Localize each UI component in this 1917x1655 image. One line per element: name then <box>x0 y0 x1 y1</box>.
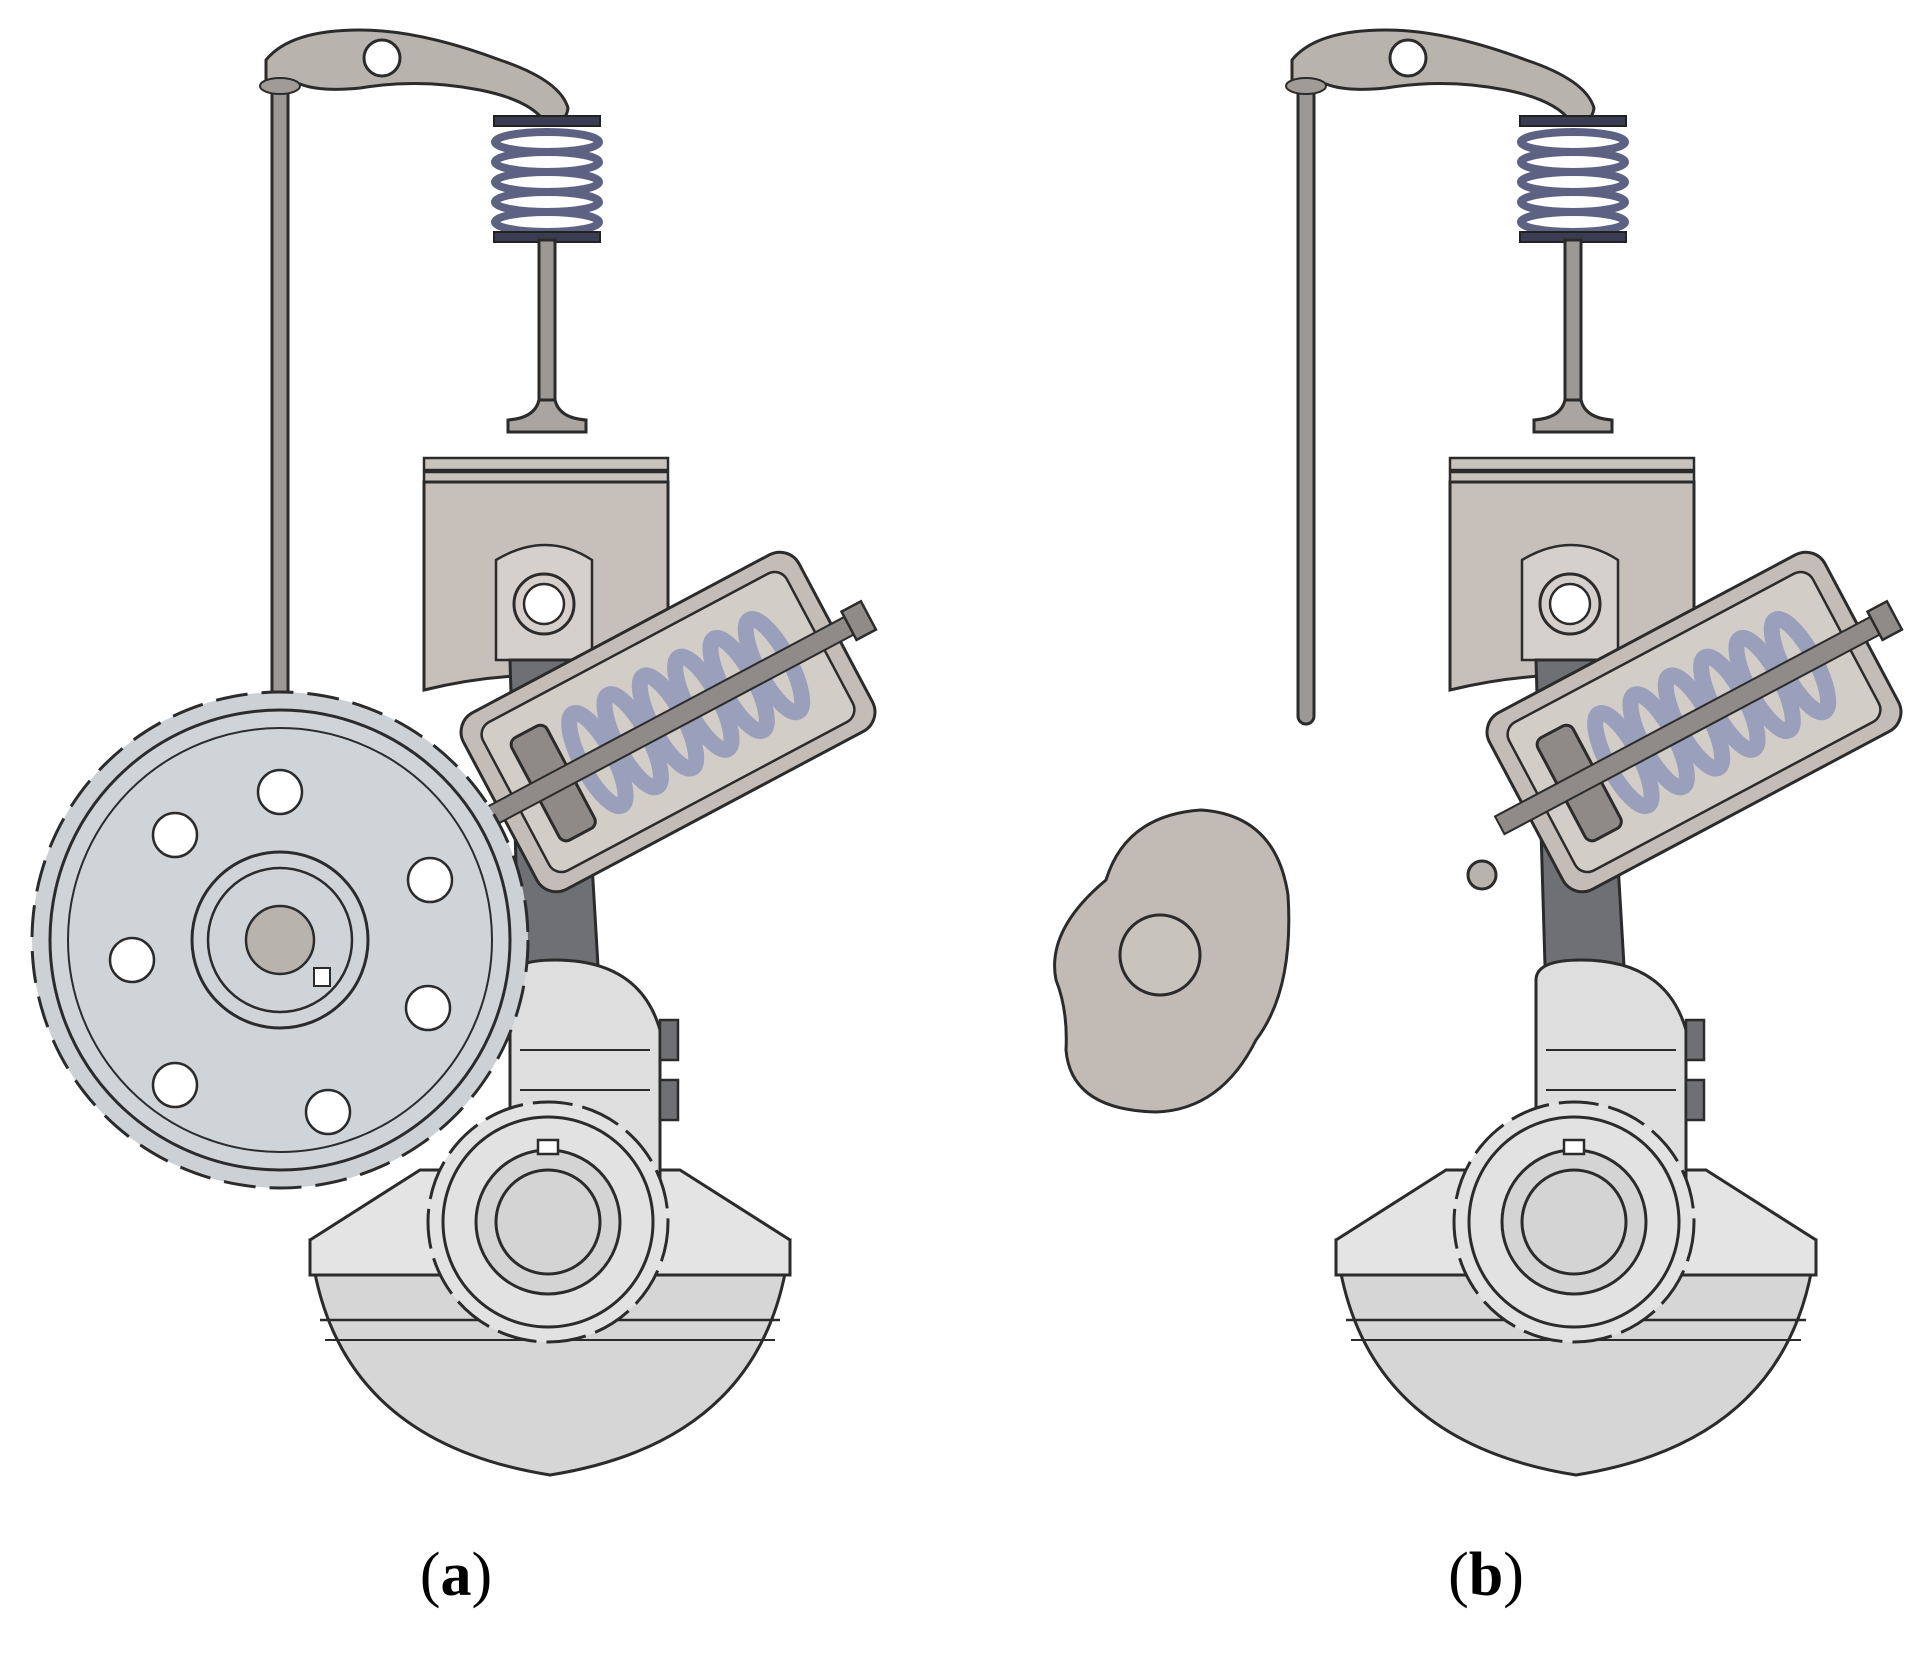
cam-lobe <box>1053 808 1291 1114</box>
panel-b: (b) <box>1053 30 1917 1609</box>
cam-gear <box>30 690 530 1190</box>
damper-rod-end <box>1466 859 1498 891</box>
caption-b: (b) <box>1448 1541 1524 1609</box>
caption-a: (a) <box>420 1541 492 1609</box>
panel-a: (a) <box>30 30 915 1609</box>
